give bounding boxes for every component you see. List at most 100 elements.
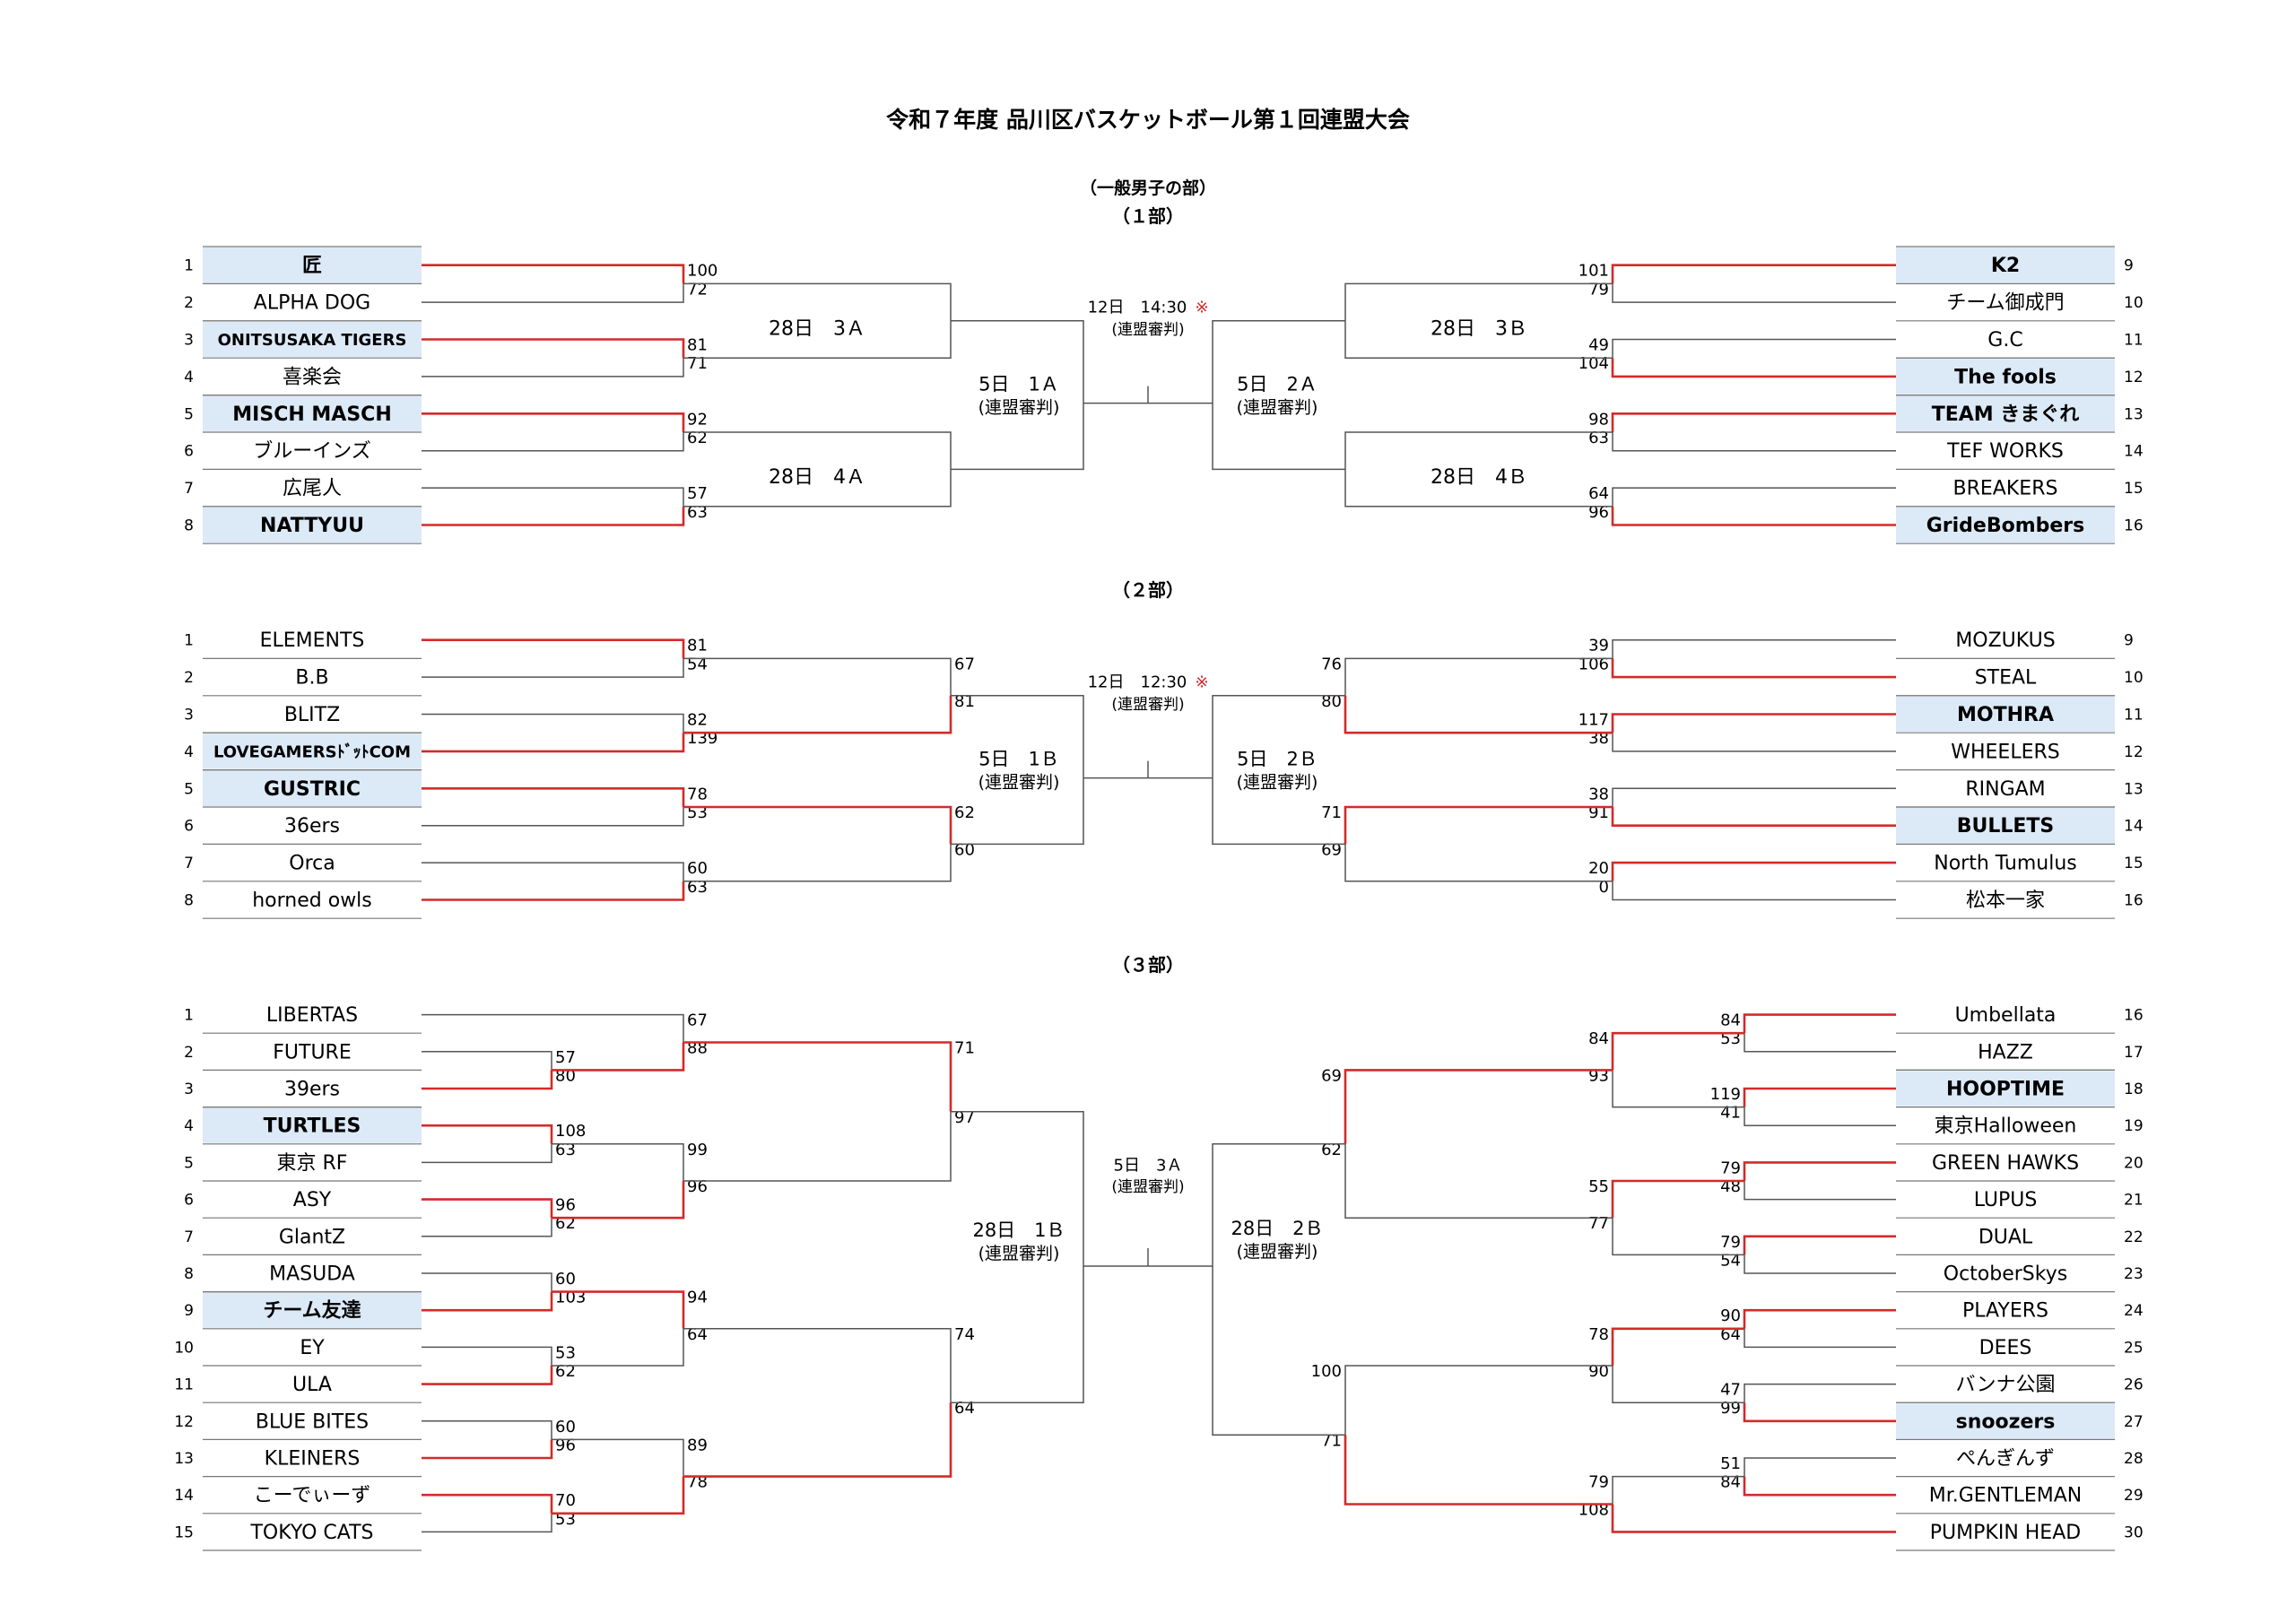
left-r1-match-bottom-line <box>422 658 684 678</box>
right-r2-match-score-bottom: 77 <box>1588 1214 1609 1233</box>
team-name: 東京Halloween <box>1935 1115 2077 1138</box>
right-r3-match-top-line <box>1344 1069 1613 1144</box>
team-name: チーム友達 <box>263 1299 361 1323</box>
left-r2-match-score-bottom: 64 <box>687 1325 708 1344</box>
right-r2-match-score-bottom: 80 <box>1321 692 1342 711</box>
left-r2-match-top-line <box>683 657 952 696</box>
left-r2-match-top-line <box>683 805 952 845</box>
team-name: LUPUS <box>1974 1189 2038 1211</box>
left-r1-match-top-line <box>422 1198 553 1219</box>
team-seed-highlight <box>1896 1403 2115 1439</box>
team-name: 匠 <box>302 255 322 277</box>
right-r1-match-top-line <box>1611 713 1896 733</box>
team-name: バンナ公園 <box>1955 1374 2055 1396</box>
final-sub: (連盟審判) <box>1111 696 1184 714</box>
right-r1-match-score-top: 90 <box>1720 1306 1741 1325</box>
team-name: DUAL <box>1979 1226 2033 1248</box>
right-r1-match-score-bottom: 84 <box>1720 1473 1741 1492</box>
team-number: 27 <box>2124 1413 2144 1431</box>
right-r2-match-score-top: 79 <box>1588 1473 1609 1492</box>
left-r3-match-score-top: 71 <box>954 1039 975 1058</box>
right-r1-match-bottom-line <box>1612 881 1896 901</box>
team-seed-highlight <box>1896 247 2115 283</box>
team-number: 7 <box>184 855 194 872</box>
team-seed-highlight <box>203 247 422 283</box>
left-r1-match-bottom-line <box>422 733 685 753</box>
team-name: WHEELERS <box>1951 741 2060 763</box>
left-team-row: B.B2 <box>184 667 422 697</box>
left-r2-match-top-line <box>552 1438 684 1477</box>
right-r1-match-bottom-line <box>1744 1328 1896 1349</box>
team-number: 6 <box>184 443 194 461</box>
left-r1-match-score-top: 96 <box>555 1196 576 1215</box>
right-r1-match-bottom-line <box>1612 283 1896 303</box>
right-r3-match-score-top: 69 <box>1321 1066 1342 1085</box>
left-r1-match-score-top: 53 <box>555 1343 576 1362</box>
right-r1-match-bottom-line <box>1612 432 1896 452</box>
team-name: BLUE BITES <box>256 1410 369 1433</box>
left-r1-match-score-bottom: 62 <box>555 1362 576 1381</box>
left-r2-match-score-top: 62 <box>954 803 975 822</box>
team-name: GUSTRIC <box>264 778 361 801</box>
right-r2-match-top-line <box>1611 1327 1744 1366</box>
team-number: 3 <box>184 1081 194 1098</box>
team-number: 14 <box>174 1487 194 1505</box>
left-r2-label: 28日 4Ａ <box>769 466 865 489</box>
category-label: （一般男子の部） <box>1080 178 1216 198</box>
right-r1-match-score-top: 20 <box>1588 859 1609 878</box>
right-r1-match-score-bottom: 63 <box>1588 429 1609 447</box>
right-r1-match-score-bottom: 0 <box>1599 878 1609 897</box>
left-r1-match-bottom-line <box>422 1291 553 1312</box>
left-r1-match-score-bottom: 54 <box>687 655 708 673</box>
right-r1-match-bottom-line <box>1744 1033 1896 1053</box>
team-name: DEES <box>1979 1337 2032 1359</box>
team-name: HAZZ <box>1978 1041 2033 1063</box>
final-mark: ※ <box>1195 673 1208 692</box>
team-number: 7 <box>184 1228 194 1246</box>
right-r2-match-score-bottom: 90 <box>1588 1362 1609 1381</box>
team-name: PLAYERS <box>1962 1300 2048 1323</box>
left-r1-match-top-line <box>422 487 684 507</box>
team-number: 14 <box>2124 818 2144 836</box>
team-number: 8 <box>184 1265 194 1283</box>
left-r2-match-score-top: 67 <box>687 1011 708 1030</box>
left-r1-match-top-line <box>422 1493 553 1514</box>
right-r1-match-top-line <box>1744 1383 1896 1403</box>
right-r1-match-top-line <box>1611 861 1896 881</box>
team-name: FUTURE <box>273 1041 351 1063</box>
left-r1-match-score-bottom: 63 <box>555 1141 576 1159</box>
team-name: MASUDA <box>269 1263 355 1286</box>
right-r3-match-top-line <box>1344 1365 1613 1436</box>
team-name: BULLETS <box>1957 815 2055 838</box>
left-r1-match-score-top: 70 <box>555 1491 576 1510</box>
left-r1-match-score-top: 57 <box>555 1048 576 1067</box>
team-name: LOVEGAMERSﾄﾞｯﾄCOM <box>213 742 411 761</box>
left-r1-match-top-line <box>422 264 685 284</box>
right-r1-match-score-bottom: 79 <box>1588 280 1609 299</box>
left-r1-match-bottom-line <box>422 1513 552 1533</box>
team-number: 16 <box>2124 1007 2144 1025</box>
left-r1-match-top-line <box>422 713 684 733</box>
left-r2-match-score-top: 89 <box>687 1436 708 1454</box>
team-name: TOKYO CATS <box>249 1522 373 1544</box>
right-r1-match-top-line <box>1743 1308 1896 1329</box>
right-semi-label: 5日 2Ｂ <box>1237 749 1318 770</box>
team-number: 4 <box>184 369 194 386</box>
left-r2-match-score-bottom: 96 <box>687 1177 708 1196</box>
team-name: BLITZ <box>284 704 340 726</box>
right-semi-sub: (連盟審判) <box>1237 773 1318 793</box>
team-name: ULA <box>292 1374 332 1396</box>
right-r3-match-score-bottom: 62 <box>1321 1141 1342 1159</box>
team-seed-highlight <box>1896 696 2115 733</box>
team-number: 10 <box>2124 669 2144 687</box>
left-r1-match-score-top: 60 <box>555 1418 576 1436</box>
